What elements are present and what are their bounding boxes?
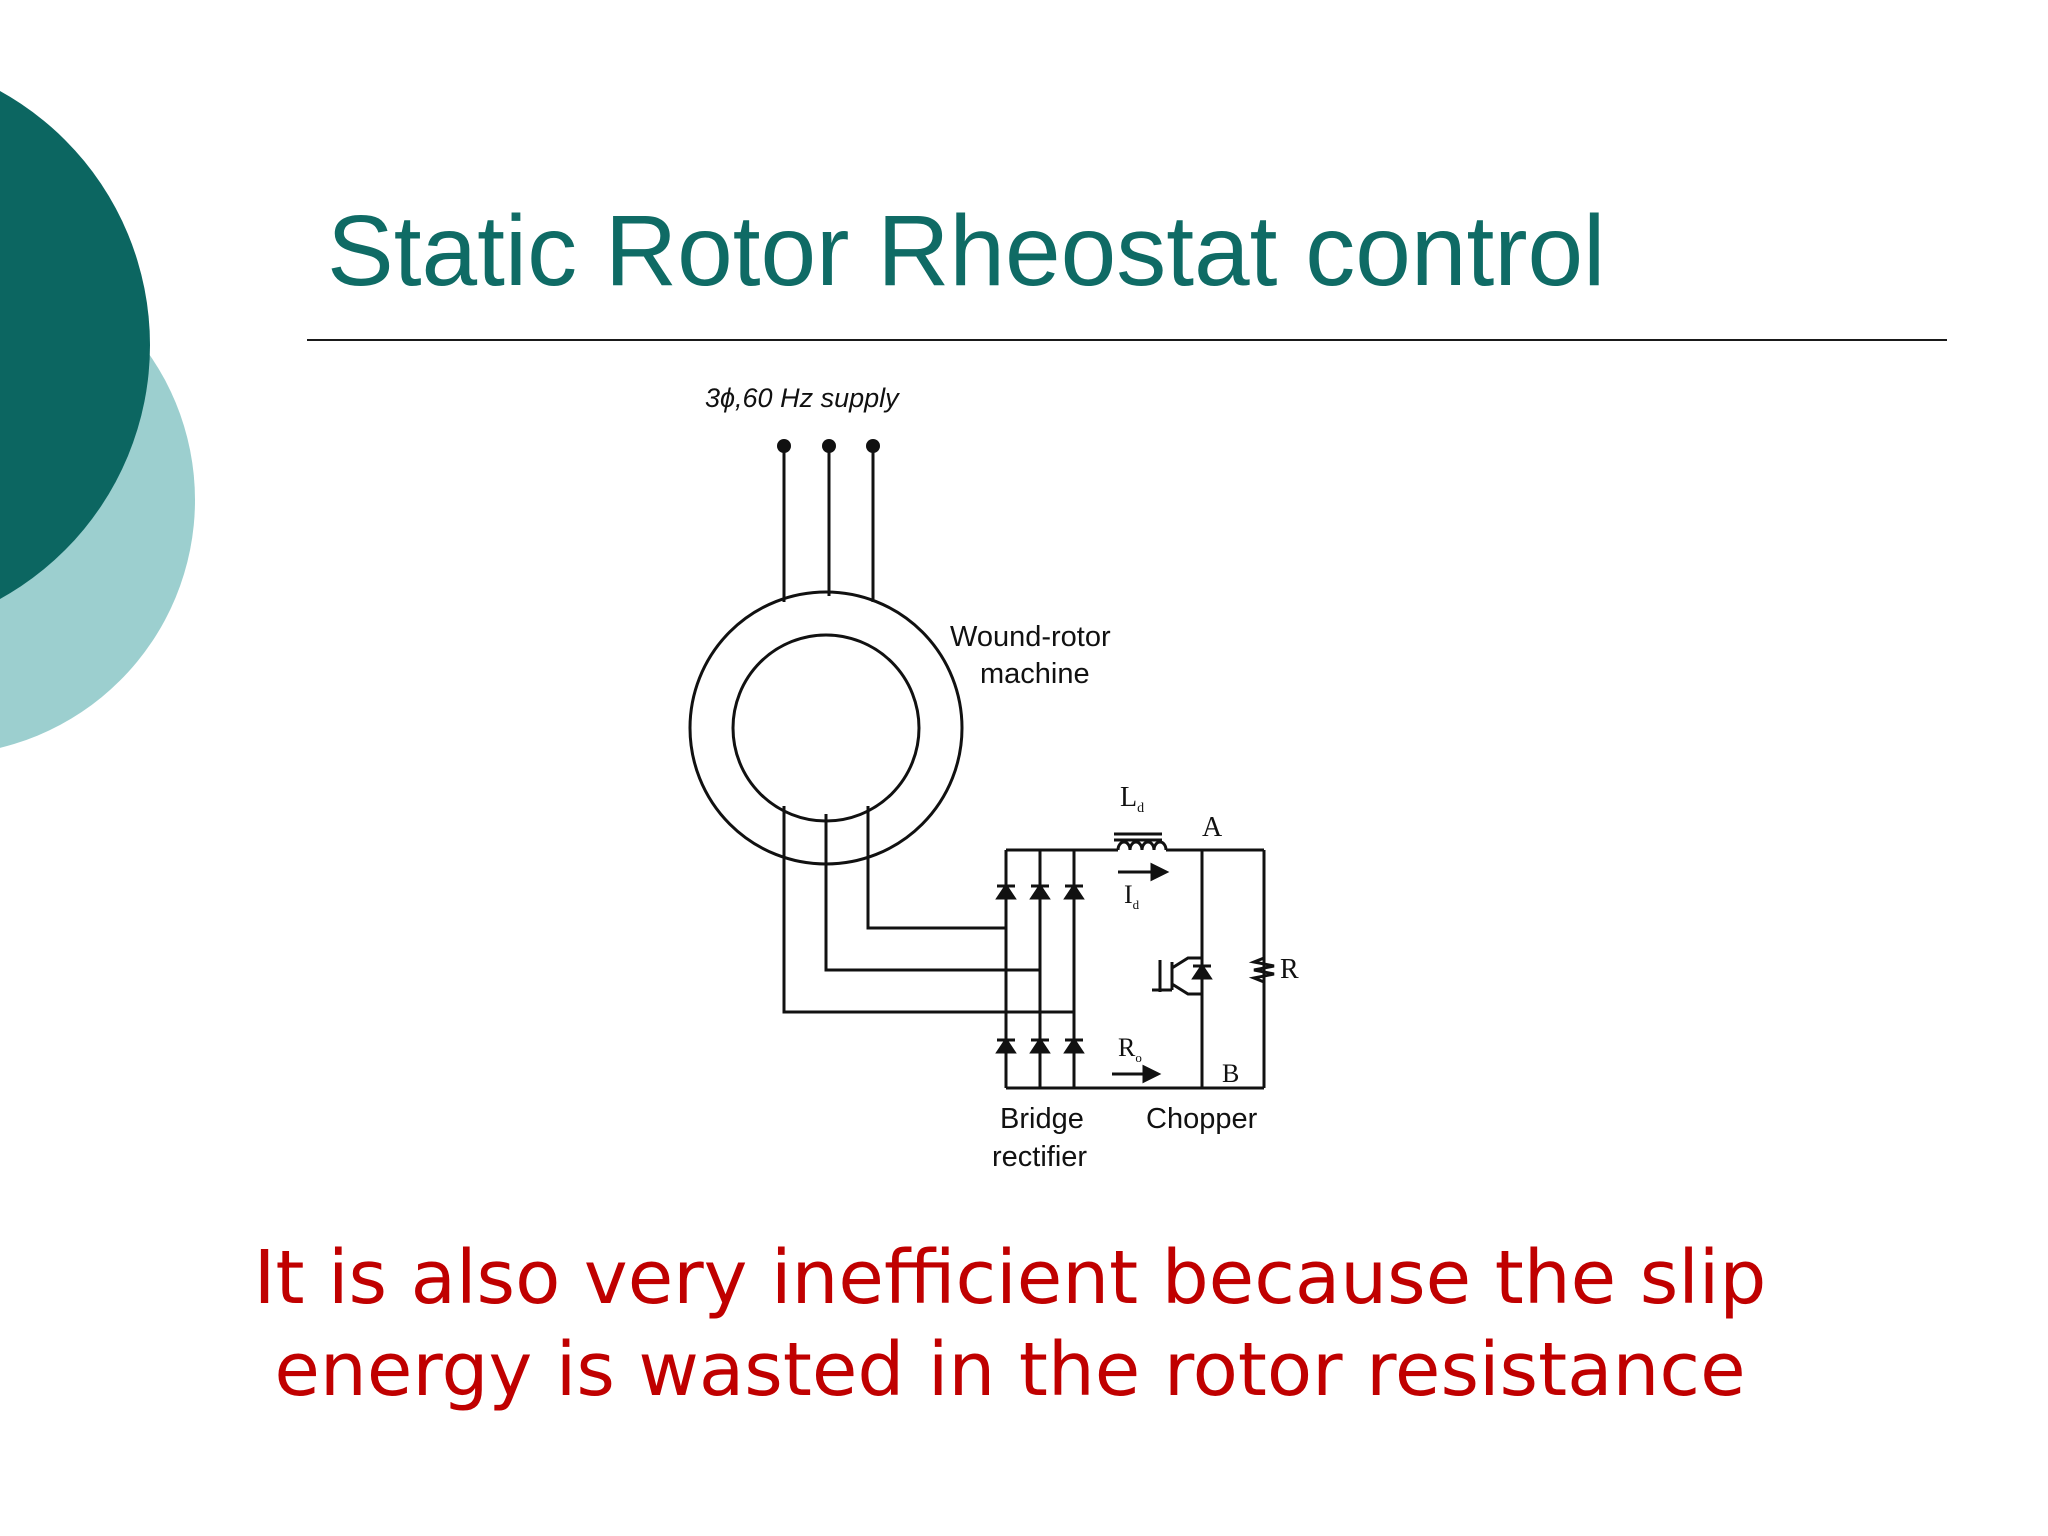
resistor-icon (1248, 956, 1275, 984)
diode-icon (1029, 1037, 1051, 1054)
rectifier-label-line2: rectifier (992, 1141, 1087, 1173)
chopper (1152, 850, 1266, 1088)
equiv-resistance-arrow-icon (1112, 1064, 1162, 1084)
bridge-rectifier (995, 848, 1085, 1090)
equiv-resistance-label: Ro (1118, 1033, 1142, 1065)
current-arrow-icon (1118, 862, 1170, 882)
machine-label-line2: machine (980, 658, 1090, 690)
inductor-label: Ld (1120, 782, 1144, 816)
rotor-leads (782, 806, 1074, 1014)
rotor-circle (731, 633, 921, 823)
diode-icon (1063, 1037, 1085, 1054)
diode-icons (995, 883, 1085, 1054)
supply-label: 3ϕ,60 Hz supply (705, 383, 900, 413)
slide-title: Static Rotor Rheostat control (327, 195, 1606, 307)
diode-icon (1063, 883, 1085, 900)
dc-link (1074, 832, 1264, 1090)
decorative-circles (0, 91, 195, 748)
diode-icon (995, 883, 1017, 900)
supply-lines (782, 446, 875, 602)
current-label: Id (1124, 880, 1140, 912)
transistor-icon (1152, 956, 1202, 996)
diode-icon (995, 1037, 1017, 1054)
caption-line-1: It is also very inefficient because the … (253, 1235, 1767, 1321)
diode-icon (1191, 963, 1213, 980)
dark-teal-circle (0, 91, 150, 599)
chopper-label: Chopper (1146, 1103, 1258, 1135)
rectifier-label-line1: Bridge (1000, 1103, 1084, 1135)
node-a-label: A (1202, 812, 1223, 843)
machine-label-line1: Wound-rotor (950, 621, 1111, 653)
inductor-icon (1116, 840, 1168, 851)
node-b-label: B (1222, 1059, 1239, 1088)
title-divider (307, 339, 1947, 341)
diode-icon (1029, 883, 1051, 900)
caption-line-2: energy is wasted in the rotor resistance (274, 1327, 1746, 1413)
resistor-label: R (1280, 954, 1299, 985)
